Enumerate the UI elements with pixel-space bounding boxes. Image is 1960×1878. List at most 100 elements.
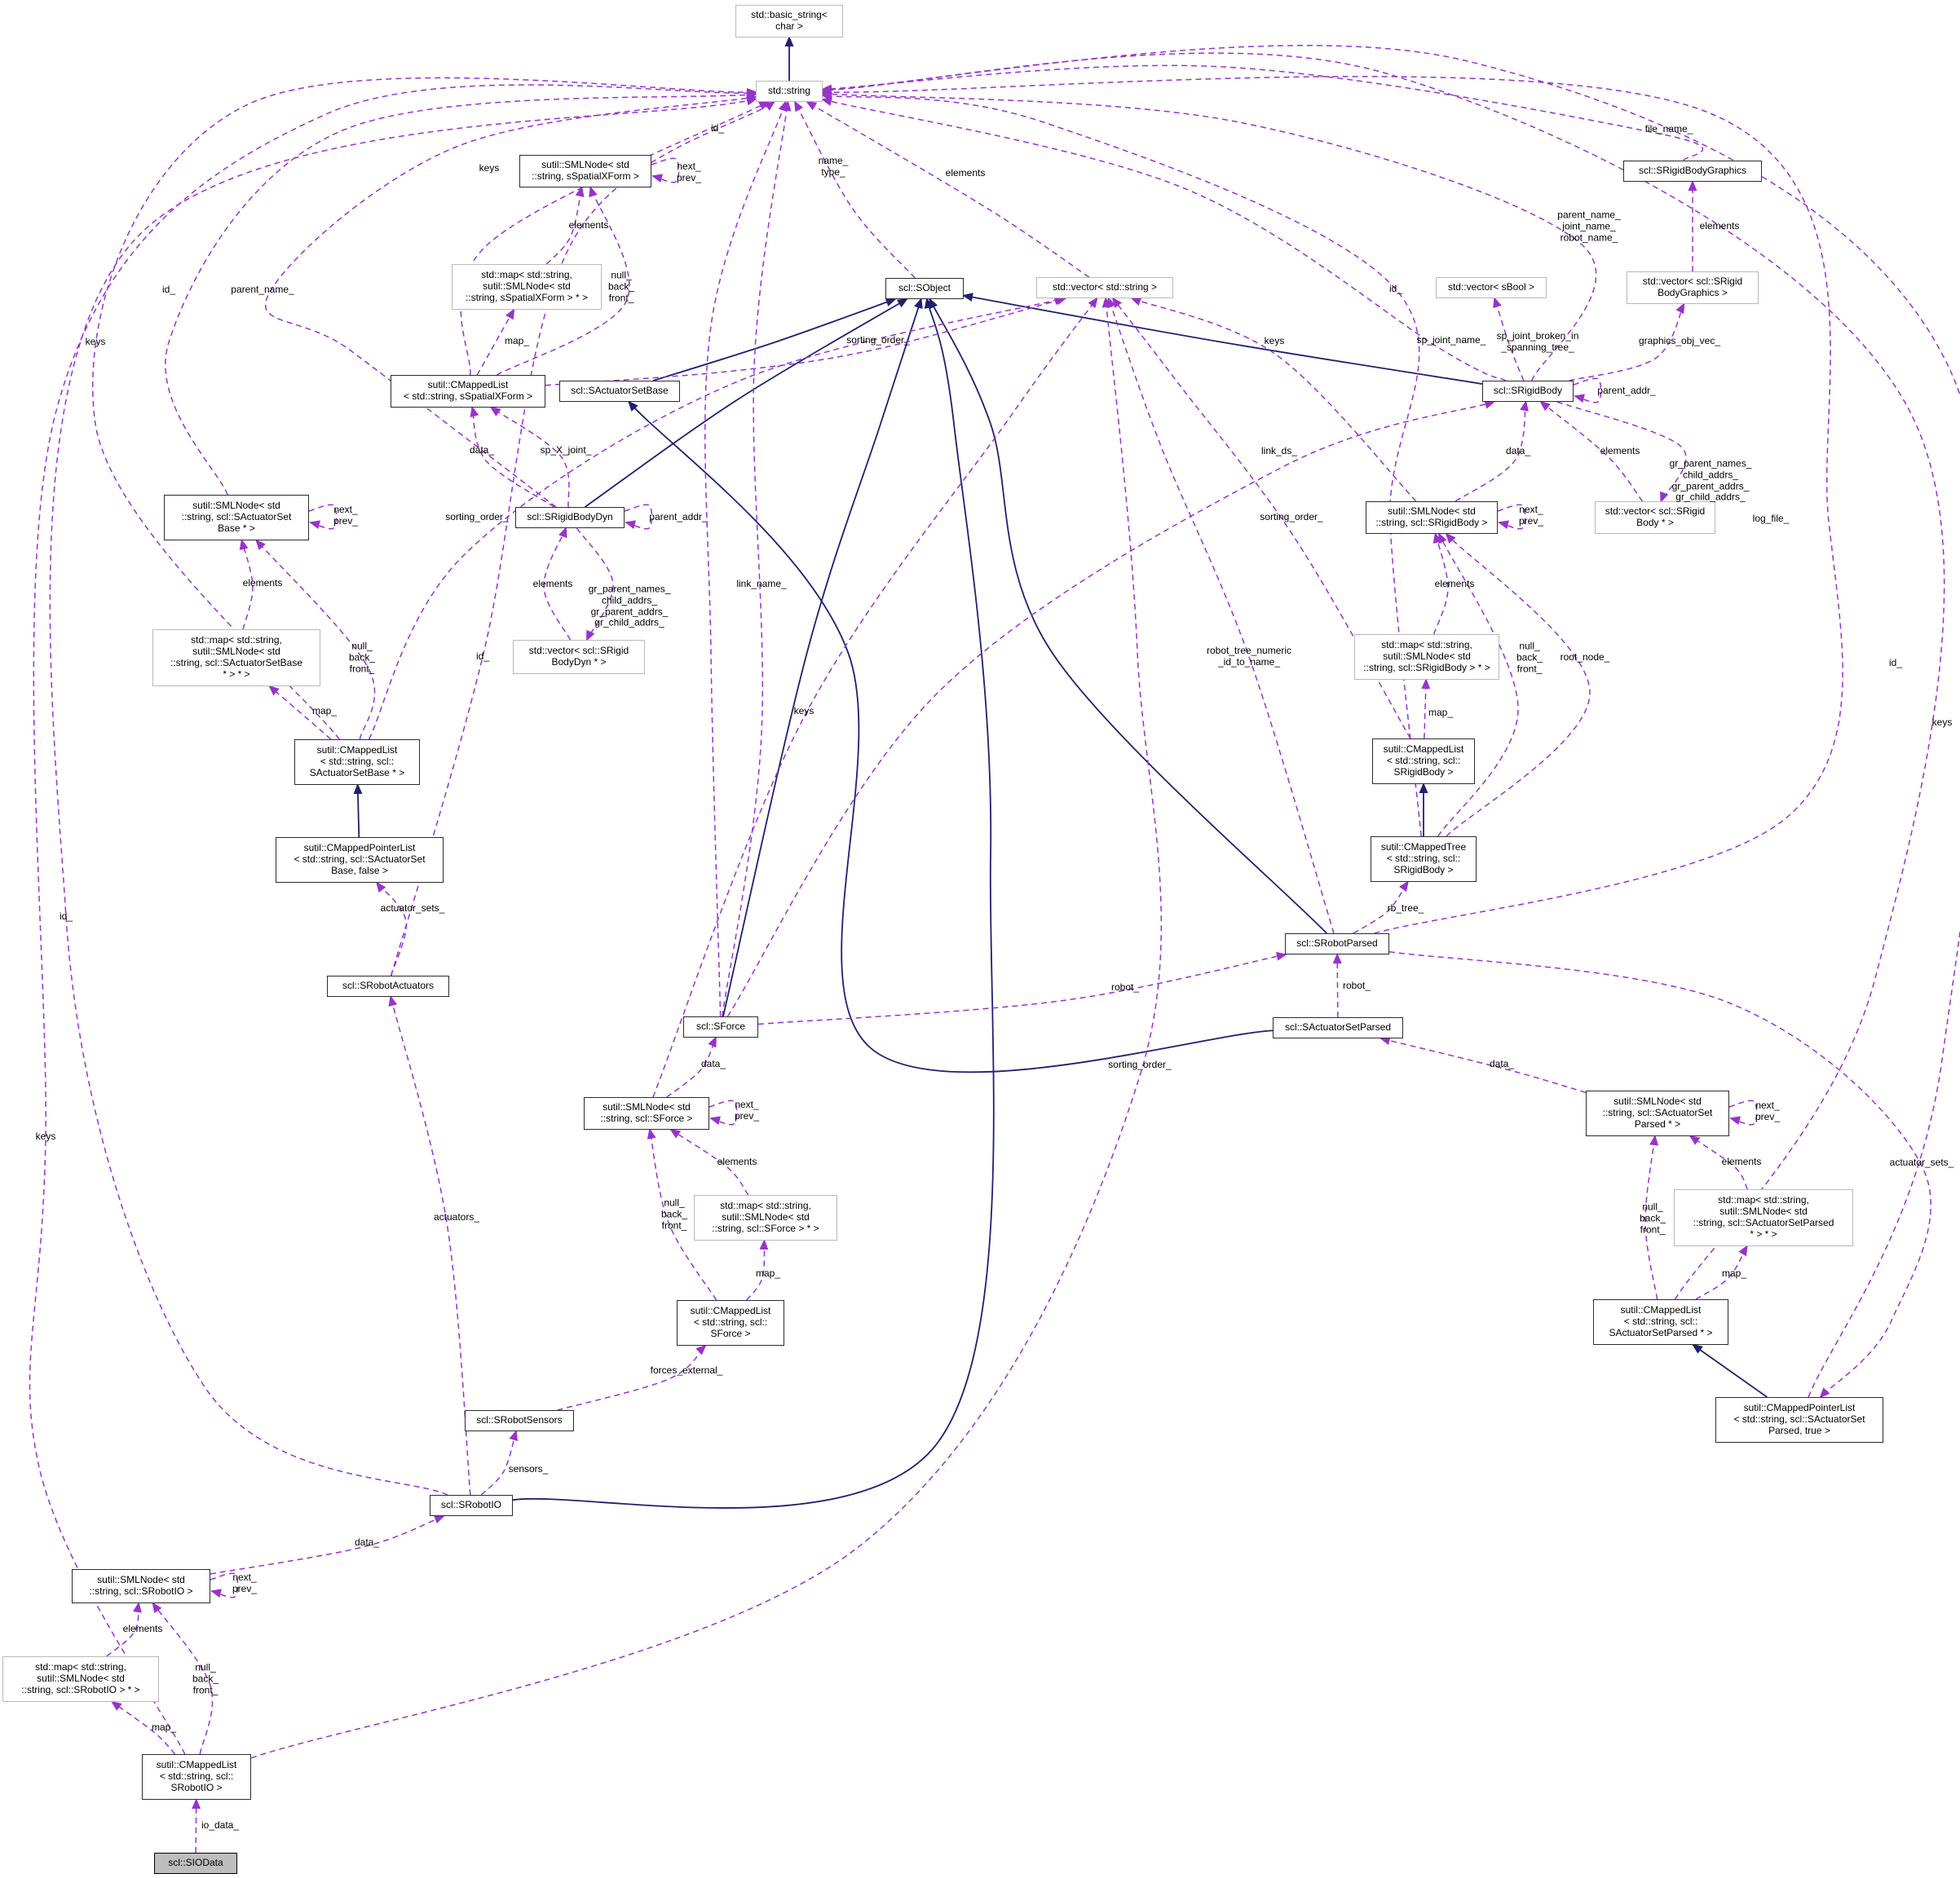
- edge-cmappedlist_xform-to-string: [460, 101, 770, 376]
- edge-srobotparsed-to-cmappedptrlist_asp: [1388, 950, 1931, 1399]
- sactuatorsetparsed-node[interactable]: scl::SActuatorSetParsed: [1273, 1017, 1403, 1038]
- edge-smlnode_io-to-smlnode_io: [210, 1572, 239, 1598]
- edge-map_rigidbody-to-smlnode_rigidbody: [1432, 532, 1449, 635]
- edge-sforce-to-srigidbody: [726, 400, 1496, 1017]
- map_rigidbody-node[interactable]: std::map< std::string, sutil::SMLNode< s…: [1354, 634, 1499, 680]
- edge-smlnode_asp-to-smlnode_asp: [1728, 1100, 1758, 1126]
- vector_sbool-node[interactable]: std::vector< sBool >: [1436, 277, 1547, 298]
- edge-srobotsensors-to-cmappedlist_force: [557, 1344, 707, 1411]
- edge-cmappedptrlist_asb-to-cmappedlist_asb: [353, 783, 363, 838]
- edge-smlnode_rigidbody-to-srigidbody: [1455, 400, 1529, 502]
- vector_string-node[interactable]: std::vector< std::string >: [1036, 277, 1173, 298]
- edge-cmappedtree-to-smlnode_rigidbody: [1437, 532, 1519, 837]
- cmappedlist_io-node[interactable]: sutil::CMappedList < std::string, scl:: …: [142, 1754, 251, 1800]
- edge-cmappedptrlist_asp-to-string: [821, 45, 1960, 1398]
- edge-cmappedlist_xform-to-map_xform: [476, 308, 515, 376]
- smlnode_rigidbody-node[interactable]: sutil::SMLNode< std ::string, scl::SRigi…: [1366, 501, 1498, 534]
- edge-cmappedlist_asb-to-map_asb: [268, 685, 332, 740]
- edge-sforce-to-string: [704, 100, 788, 1017]
- cmappedlist_force-node[interactable]: sutil::CMappedList < std::string, scl:: …: [677, 1300, 784, 1346]
- edge-sforce-to-string: [722, 100, 792, 1017]
- cmappedlist_asb-node[interactable]: sutil::CMappedList < std::string, scl:: …: [294, 739, 420, 785]
- edge-vector_rigidbody_ptr-to-srigidbody: [1539, 400, 1644, 502]
- cmappedlist_asp-node[interactable]: sutil::CMappedList < std::string, scl:: …: [1593, 1299, 1728, 1345]
- edge-map_force-to-smlnode_force: [669, 1128, 749, 1196]
- edge-cmappedlist_force-to-smlnode_force: [647, 1128, 717, 1301]
- edge-srobotio-to-sobject: [512, 298, 995, 1509]
- cmappedptrlist_asb-node[interactable]: sutil::CMappedPointerList < std::string,…: [276, 837, 444, 883]
- edge-cmappedlist_asb-to-vector_string: [368, 296, 1066, 740]
- vector_rbgraphics-node[interactable]: std::vector< scl::SRigid BodyGraphics >: [1627, 271, 1759, 304]
- edge-cmappedlist_xform-to-smlnode_xform: [496, 186, 630, 376]
- sobject-node[interactable]: scl::SObject: [885, 278, 964, 299]
- edge-srobotparsed-to-sobject: [929, 298, 1327, 934]
- edge-srobotactuators-to-string: [391, 100, 776, 976]
- edge-cmappedlist_io-to-string: [29, 84, 757, 1755]
- edge-cmappedlist_force-to-map_force: [746, 1239, 769, 1301]
- srigidbodygraphics-node[interactable]: scl::SRigidBodyGraphics: [1623, 161, 1762, 182]
- smlnode_asb-node[interactable]: sutil::SMLNode< std ::string, scl::SActu…: [164, 495, 309, 540]
- srigidbody-node[interactable]: scl::SRigidBody: [1482, 381, 1574, 402]
- edge-srigidbodydyn-to-sobject: [584, 298, 908, 508]
- edge-srigidbodydyn-to-cmappedlist_xform: [489, 406, 570, 508]
- edge-srigidbody-to-string: [821, 97, 1507, 381]
- basic_string-node[interactable]: std::basic_string< char >: [735, 5, 843, 37]
- edge-map_xform-to-smlnode_xform: [545, 186, 585, 265]
- srobotparsed-node[interactable]: scl::SRobotParsed: [1285, 933, 1389, 954]
- smlnode_io-node[interactable]: sutil::SMLNode< std ::string, scl::SRobo…: [72, 1569, 210, 1603]
- edge-smlnode_force-to-sforce: [666, 1036, 717, 1098]
- edge-sforce-to-srobotparsed: [757, 951, 1287, 1025]
- edge-cmappedptrlist_asp-to-cmappedlist_asp: [1692, 1343, 1768, 1398]
- smlnode_asp-node[interactable]: sutil::SMLNode< std ::string, scl::SActu…: [1586, 1091, 1729, 1136]
- edge-cmappedlist_io-to-smlnode_io: [152, 1602, 214, 1755]
- map_force-node[interactable]: std::map< std::string, sutil::SMLNode< s…: [694, 1195, 837, 1241]
- vector_rbdyn-node[interactable]: std::vector< scl::SRigid BodyDyn * >: [513, 640, 645, 674]
- srobotio-node[interactable]: scl::SRobotIO: [430, 1495, 513, 1516]
- edge-sactuatorsetparsed-to-sactuatorsetbase: [628, 400, 1274, 1073]
- srigidbodydyn-node[interactable]: scl::SRigidBodyDyn: [515, 507, 625, 528]
- edge-sobject-to-string: [794, 100, 916, 279]
- edge-map_io-to-smlnode_io: [106, 1602, 142, 1657]
- edge-sforce-to-sobject: [722, 298, 923, 1017]
- edge-map_asb-to-smlnode_asb: [239, 539, 254, 630]
- sactuatorsetbase-node[interactable]: scl::SActuatorSetBase: [559, 381, 680, 402]
- smlnode_xform-node[interactable]: sutil::SMLNode< std ::string, sSpatialXF…: [519, 155, 651, 187]
- edge-srobotio-to-srobotsensors: [480, 1430, 519, 1496]
- srobotactuators-node[interactable]: scl::SRobotActuators: [327, 976, 449, 997]
- edge-smlnode_force-to-vector_string: [652, 297, 1098, 1098]
- edge-srobotio-to-string: [49, 96, 757, 1496]
- edge-srigidbodydyn-to-srigidbodydyn: [624, 504, 653, 530]
- edge-cmappedlist_io-to-vector_string: [250, 297, 1163, 1759]
- edge-srigidbody-to-sobject: [962, 293, 1483, 385]
- edge-srobotactuators-to-cmappedptrlist_asb: [376, 881, 407, 976]
- srobotsensors-node[interactable]: scl::SRobotSensors: [465, 1410, 574, 1431]
- edge-srigidbodygraphics-to-string: [821, 64, 1704, 161]
- edge-cmappedlist_asp-to-smlnode_asp: [1644, 1135, 1659, 1300]
- edge-cmappedlist_asp-to-map_asp: [1695, 1245, 1748, 1300]
- cmappedtree-node[interactable]: sutil::CMappedTree < std::string, scl:: …: [1371, 836, 1477, 882]
- cmappedlist_rigidbody-node[interactable]: sutil::CMappedList < std::string, scl:: …: [1372, 738, 1475, 784]
- edge-srigidbody-to-vector_rbgraphics: [1569, 302, 1685, 381]
- edge-srigidbody-to-srigidbody: [1573, 377, 1602, 403]
- edge-cmappedtree-to-smlnode_rigidbody: [1445, 532, 1591, 837]
- edge-vector_string-to-string: [806, 100, 1090, 278]
- edge-cmappedlist_rigidbody-to-map_rigidbody: [1421, 678, 1431, 739]
- cmappedlist_xform-node[interactable]: sutil::CMappedList < std::string, sSpati…: [391, 375, 545, 408]
- edge-srigidbodydyn-to-vector_rbdyn: [576, 527, 614, 641]
- map_xform-node[interactable]: std::map< std::string, sutil::SMLNode< s…: [452, 264, 602, 310]
- map_asb-node[interactable]: std::map< std::string, sutil::SMLNode< s…: [152, 629, 320, 686]
- edge-smlnode_rigidbody-to-vector_string: [1130, 297, 1417, 502]
- map_io-node[interactable]: std::map< std::string, sutil::SMLNode< s…: [2, 1656, 159, 1702]
- edge-vector_rbdyn-to-srigidbodydyn: [543, 527, 572, 641]
- edge-smlnode_io-to-srobotio: [210, 1514, 445, 1575]
- edge-srigidbody-to-vector_rigidbody_ptr: [1556, 401, 1687, 503]
- smlnode_force-node[interactable]: sutil::SMLNode< std ::string, scl::SForc…: [584, 1097, 709, 1130]
- edge-smlnode_force-to-smlnode_force: [709, 1100, 738, 1126]
- sforce-node[interactable]: scl::SForce: [683, 1016, 758, 1038]
- map_asp-node[interactable]: std::map< std::string, sutil::SMLNode< s…: [1674, 1189, 1853, 1246]
- cmappedptrlist_asp-node[interactable]: sutil::CMappedPointerList < std::string,…: [1715, 1397, 1883, 1443]
- string-node[interactable]: std::string: [756, 81, 823, 102]
- edge-srigidbody-to-string: [821, 90, 1597, 381]
- vector_rigidbody_ptr-node[interactable]: std::vector< scl::SRigid Body * >: [1595, 501, 1715, 534]
